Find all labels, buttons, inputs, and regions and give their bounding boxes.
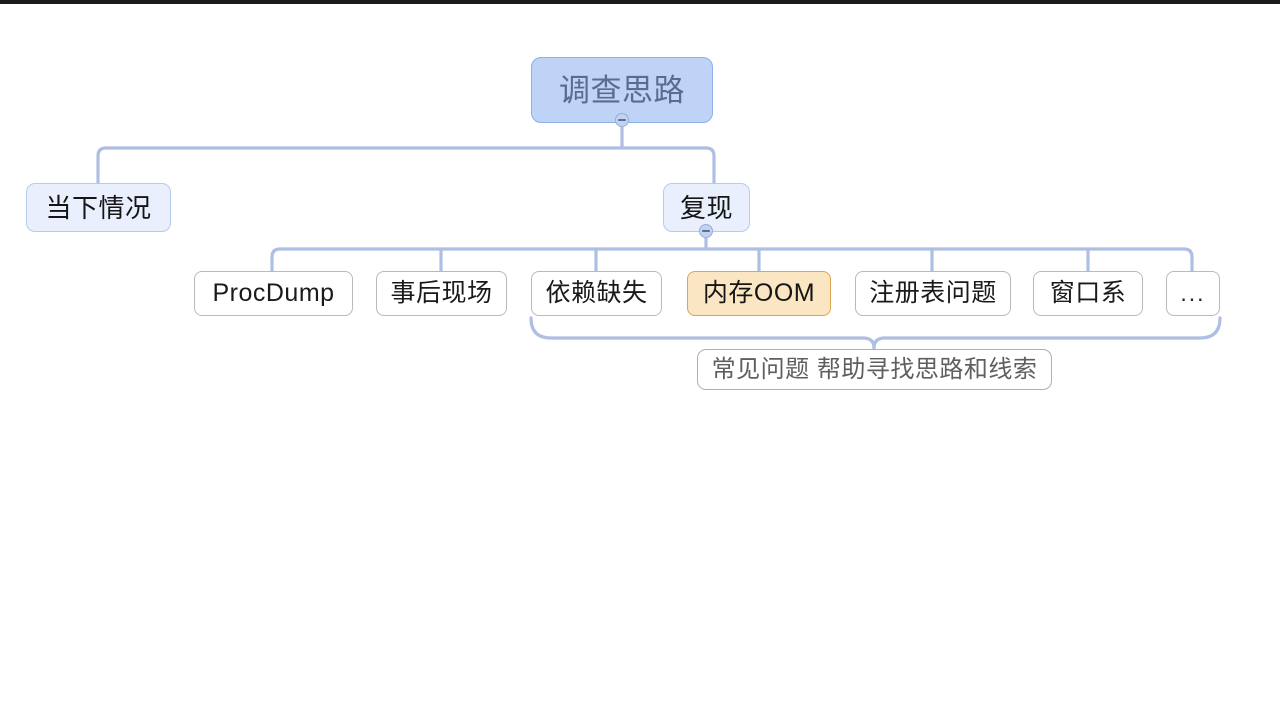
node-leaf-label: 依赖缺失 — [545, 279, 648, 307]
node-leaf-window-system[interactable]: 窗口系 — [1033, 271, 1143, 316]
node-leaf-post-mortem-scene[interactable]: 事后现场 — [376, 271, 507, 316]
window-chrome-strip — [0, 0, 1280, 4]
root-collapse-toggle-icon[interactable] — [615, 113, 629, 127]
node-root[interactable]: 调查思路 — [531, 57, 713, 123]
node-summary-common-issues[interactable]: 常见问题 帮助寻找思路和线索 — [697, 349, 1052, 390]
node-branch-reproduce[interactable]: 复现 — [663, 183, 750, 232]
node-leaf-more[interactable]: ... — [1166, 271, 1220, 316]
node-leaf-procdump[interactable]: ProcDump — [194, 271, 353, 316]
node-root-label: 调查思路 — [559, 72, 685, 108]
node-leaf-label: ... — [1180, 280, 1206, 306]
node-leaf-label: 内存OOM — [702, 279, 816, 307]
node-leaf-missing-dependency[interactable]: 依赖缺失 — [531, 271, 662, 316]
node-leaf-label: 注册表问题 — [869, 279, 997, 307]
node-branch-label: 复现 — [679, 192, 733, 223]
node-leaf-label: 窗口系 — [1049, 279, 1127, 307]
node-branch-current-situation[interactable]: 当下情况 — [26, 183, 171, 232]
node-leaf-label: 事后现场 — [390, 279, 493, 307]
branch-reproduce-collapse-toggle-icon[interactable] — [699, 224, 713, 238]
node-summary-label: 常见问题 帮助寻找思路和线索 — [711, 355, 1038, 383]
node-branch-label: 当下情况 — [45, 192, 152, 223]
node-leaf-registry-issue[interactable]: 注册表问题 — [855, 271, 1011, 316]
node-leaf-memory-oom[interactable]: 内存OOM — [687, 271, 831, 316]
node-leaf-label: ProcDump — [212, 279, 335, 307]
